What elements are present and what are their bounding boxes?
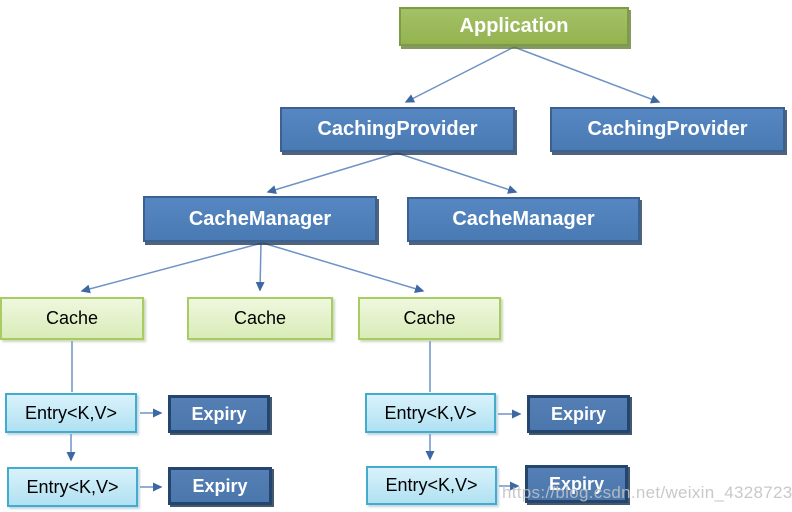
- node-cache-3: Cache: [358, 297, 501, 340]
- node-entry-3: Entry<K,V>: [365, 393, 496, 433]
- node-cache-manager-left: CacheManager: [143, 196, 377, 242]
- node-entry-1: Entry<K,V>: [5, 393, 137, 433]
- edge-application-cachingprovider-left: [404, 46, 515, 103]
- node-application: Application: [399, 7, 629, 46]
- node-entry-2: Entry<K,V>: [7, 467, 138, 507]
- edge-cachingprovider-cachemanager-right: [396, 152, 518, 194]
- edge-cachemanager-cache2: [255, 242, 265, 292]
- node-caching-provider-left: CachingProvider: [280, 107, 515, 152]
- node-cache-1: Cache: [0, 297, 144, 340]
- edge-cachingprovider-cachemanager-left: [266, 152, 398, 194]
- node-expiry-2: Expiry: [168, 467, 272, 505]
- node-cache-2: Cache: [187, 297, 333, 340]
- edge-cachemanager-cache3: [262, 242, 425, 294]
- watermark-text: https://blog.csdn.net/weixin_43287239: [502, 483, 792, 502]
- node-expiry-3: Expiry: [527, 395, 630, 433]
- node-entry-4: Entry<K,V>: [366, 466, 497, 505]
- node-cache-manager-right: CacheManager: [407, 197, 640, 242]
- node-caching-provider-right: CachingProvider: [550, 107, 785, 152]
- node-expiry-1: Expiry: [168, 395, 270, 433]
- node-expiry-4: Expiry: [525, 465, 628, 503]
- edge-cachemanager-cache1: [80, 242, 263, 294]
- edge-application-cachingprovider-right: [513, 46, 661, 104]
